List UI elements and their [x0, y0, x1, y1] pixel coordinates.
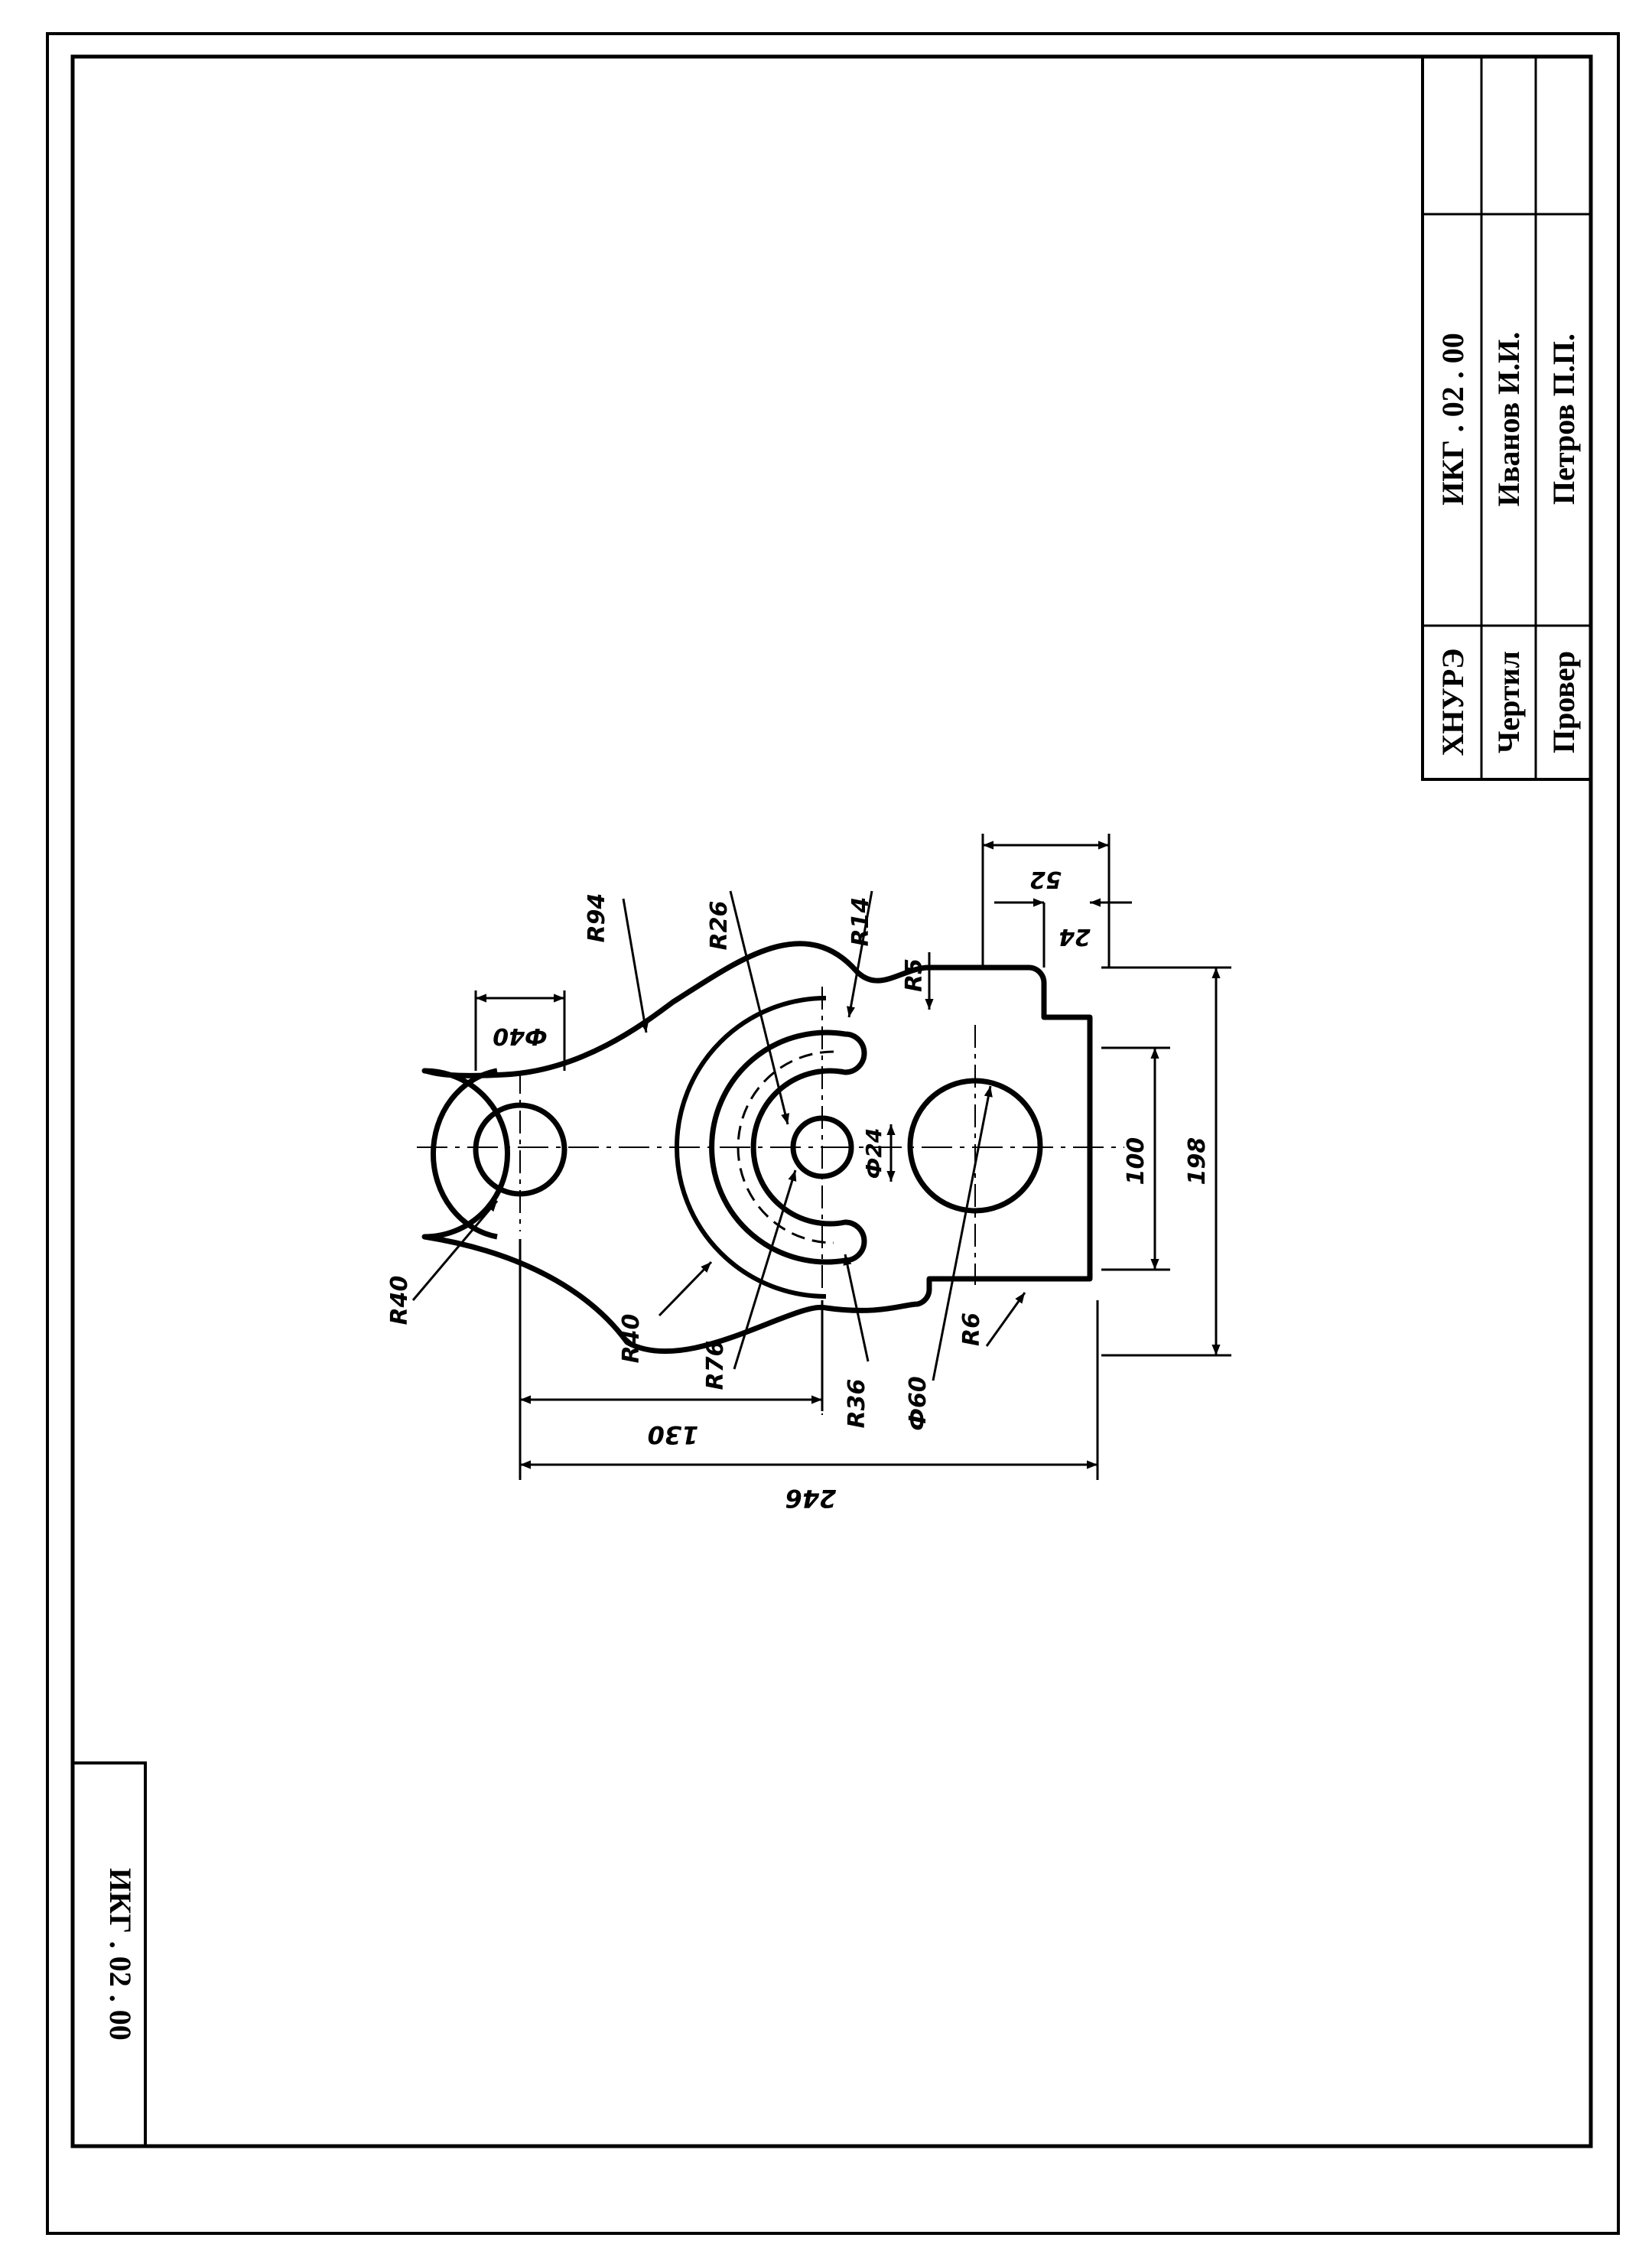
- dimension-labels: Ф40 R94 R26 R14 R5 52 24 198 100 Ф24 R40…: [386, 866, 1211, 1513]
- title-designation: ИКГ . 02 . 00: [1436, 333, 1470, 506]
- title-organization: ХНУРЭ: [1436, 649, 1470, 756]
- dim-r36: R36: [844, 1379, 870, 1429]
- dim-r14: R14: [847, 897, 874, 947]
- part-drawing: [417, 941, 1124, 1415]
- center-slot: [709, 1029, 867, 1265]
- dim-phi24: Ф24: [861, 1128, 886, 1179]
- dim-r76: R76: [702, 1341, 729, 1390]
- dim-100: 100: [1123, 1137, 1150, 1186]
- dim-phi40: Ф40: [493, 1023, 548, 1049]
- dim-r40: R40: [618, 1314, 645, 1364]
- dim-52: 52: [1029, 866, 1062, 893]
- inner-frame: [70, 54, 1593, 2148]
- side-stamp: ИКГ . 02 . 00: [71, 1761, 147, 2148]
- dim-r5: R5: [901, 958, 928, 992]
- dim-130: 130: [648, 1420, 699, 1449]
- checked-label: Провер: [1546, 651, 1581, 753]
- dim-246: 246: [785, 1484, 837, 1513]
- title-block: ХНУРЭ ИКГ . 02 . 00 Чертил Иванов И.И. П…: [1421, 55, 1592, 781]
- dim-r40-left: R40: [386, 1276, 413, 1325]
- dim-r6: R6: [958, 1312, 985, 1346]
- part-outline: [421, 941, 1093, 1355]
- dim-198: 198: [1184, 1137, 1211, 1186]
- dim-r94: R94: [584, 893, 610, 943]
- drawn-name: Иванов И.И.: [1491, 332, 1526, 507]
- dimension-lines: [411, 834, 1231, 1480]
- side-stamp-designation: ИКГ . 02 . 00: [103, 1868, 138, 2041]
- dim-phi60: Ф60: [905, 1376, 932, 1431]
- checked-name: Петров П.П.: [1546, 333, 1581, 505]
- drawn-label: Чертил: [1491, 651, 1526, 753]
- dim-r26: R26: [706, 901, 733, 951]
- left-lobe: [430, 1068, 498, 1240]
- outer-border: [46, 32, 1620, 2235]
- dim-24: 24: [1059, 923, 1091, 950]
